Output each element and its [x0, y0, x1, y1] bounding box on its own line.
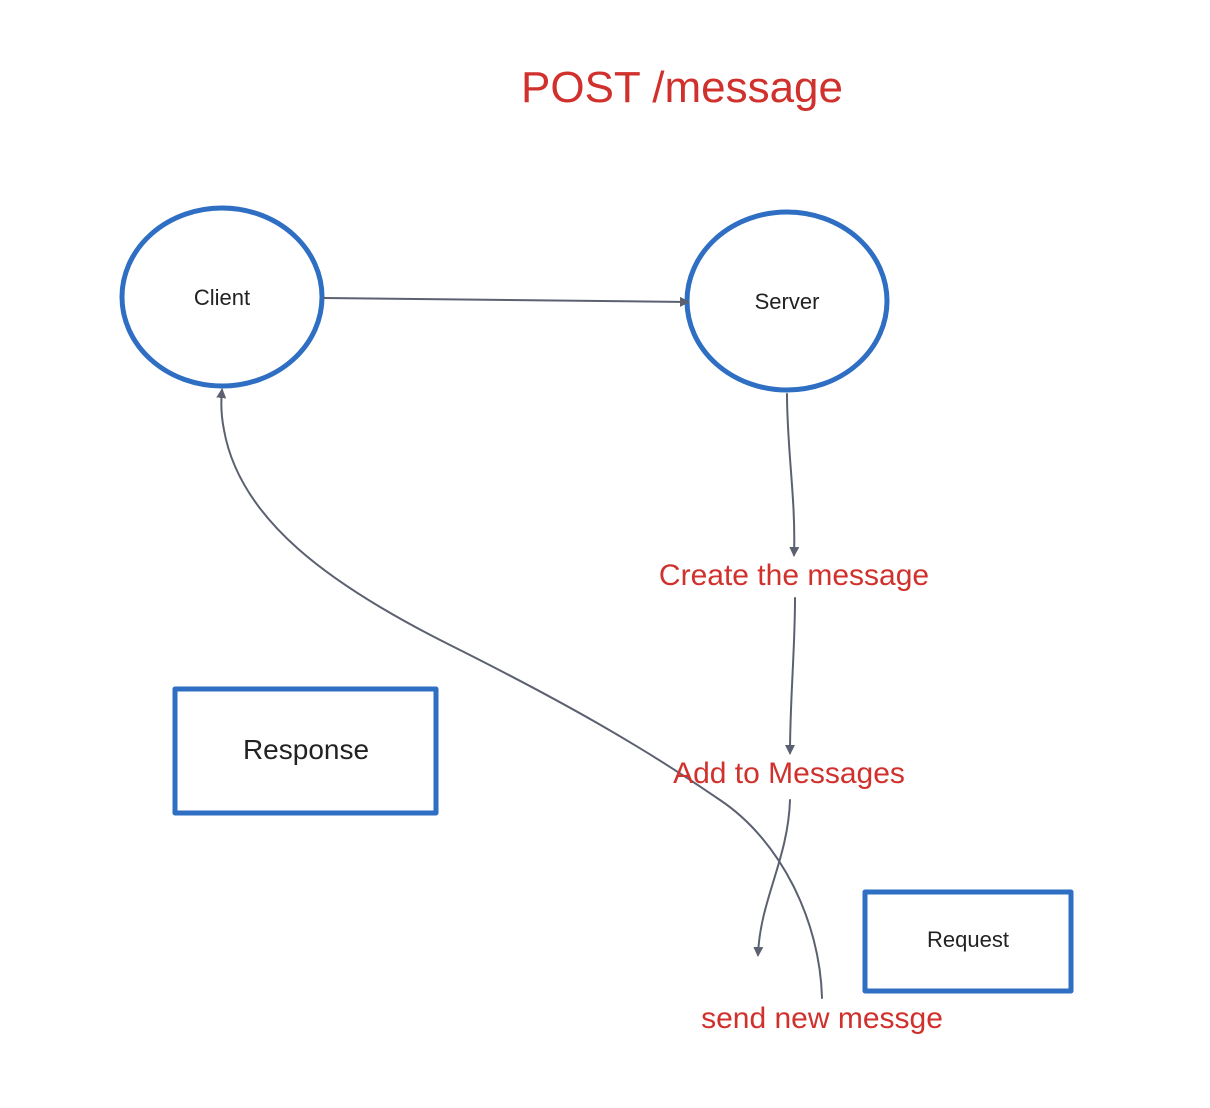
- request-box: [862, 889, 1074, 994]
- client-node: Client: [119, 205, 325, 389]
- diagram-title: POST /message: [521, 63, 843, 112]
- request-label: Request: [927, 927, 1009, 952]
- step-create-message: Create the message: [659, 559, 929, 592]
- step-send-new-message: send new messge: [701, 1002, 943, 1035]
- server-node: Server: [684, 209, 890, 393]
- response-box: [172, 686, 439, 816]
- response-node: Response: [172, 686, 439, 816]
- response-label: Response: [243, 734, 369, 765]
- add-to-send-arrow: [753, 799, 791, 957]
- send-to-client-arrow: [216, 388, 823, 999]
- client-to-server-arrow: [323, 296, 690, 307]
- server-to-create-arrow: [786, 393, 800, 557]
- server-label: Server: [755, 289, 820, 314]
- request-node: Request: [862, 889, 1074, 994]
- create-to-add-arrow: [785, 597, 796, 755]
- client-label: Client: [194, 285, 250, 310]
- step-add-to-messages: Add to Messages: [673, 757, 905, 790]
- client-circle: [119, 205, 325, 389]
